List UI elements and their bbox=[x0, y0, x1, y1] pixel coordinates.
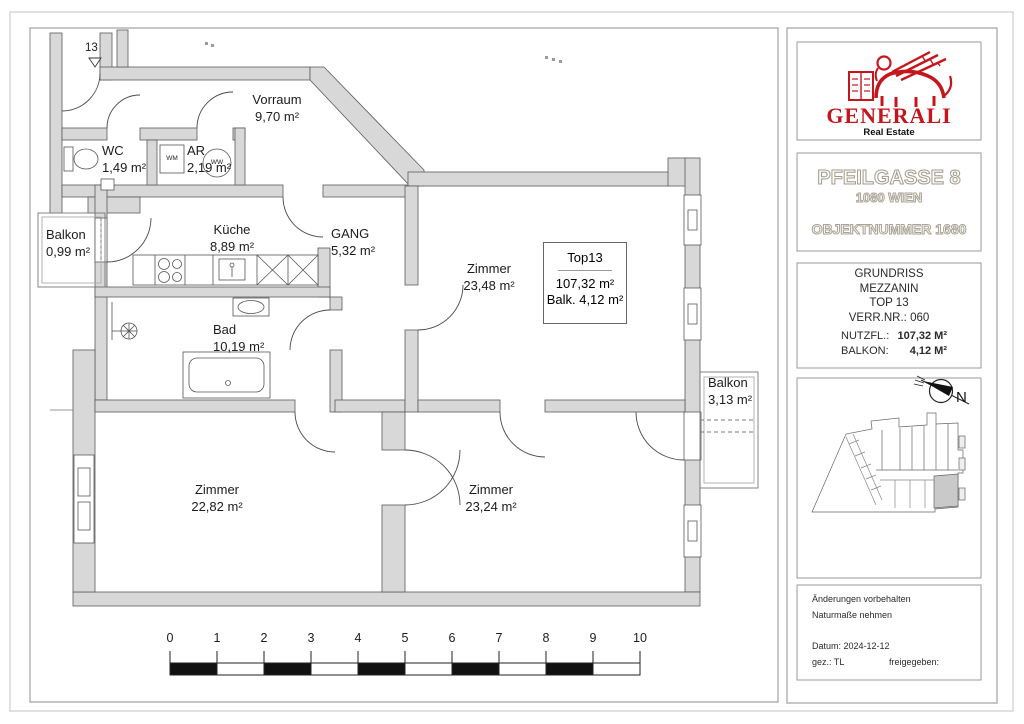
info-line-grundriss: GRUNDRISS bbox=[854, 268, 924, 280]
unit-area: 107,32 m² bbox=[555, 276, 615, 291]
scale-tick-0: 0 bbox=[166, 631, 174, 645]
scale-tick-5: 5 bbox=[401, 631, 409, 645]
toilet-icon bbox=[63, 146, 99, 172]
walls bbox=[49, 29, 701, 607]
water-heater-label: WW bbox=[210, 158, 224, 166]
scale-tick-6: 6 bbox=[448, 631, 456, 645]
shower-icon bbox=[111, 302, 138, 340]
unit-title: Top13 bbox=[567, 250, 603, 265]
unit-summary-box: Top13 107,32 m² Balk. 4,12 m² bbox=[543, 242, 627, 324]
address-street: PFEILGASSE 8 bbox=[817, 167, 961, 190]
washing-machine-label: WM bbox=[166, 154, 178, 162]
info-line-top: TOP 13 bbox=[869, 297, 909, 309]
note-line-2: Naturmaße nehmen bbox=[812, 610, 893, 620]
sheet-frames bbox=[9, 11, 1014, 712]
brand-wordmark: GENERALI bbox=[826, 103, 952, 128]
scale-bar bbox=[169, 651, 641, 676]
entrance-number: 13 bbox=[85, 42, 98, 54]
door-swings bbox=[61, 72, 685, 506]
scale-tick-2: 2 bbox=[260, 631, 268, 645]
fixtures bbox=[63, 144, 319, 399]
scale-tick-1: 1 bbox=[213, 631, 221, 645]
scale-tick-9: 9 bbox=[589, 631, 597, 645]
kitchen-counter-icon bbox=[132, 254, 319, 286]
scale-tick-7: 7 bbox=[495, 631, 503, 645]
neighbour-marks bbox=[205, 42, 562, 63]
north-label: N bbox=[956, 389, 967, 406]
balcony-outlines bbox=[37, 212, 759, 489]
note-drawn-by: gez.: TL bbox=[812, 657, 845, 667]
generali-lion-logo-icon bbox=[848, 50, 953, 107]
scale-tick-8: 8 bbox=[542, 631, 550, 645]
info-line-verrnr: VERR.NR.: 060 bbox=[848, 311, 930, 324]
entrance-arrow-icon bbox=[88, 57, 102, 68]
nutzflaeche-label: NUTZFL.: bbox=[841, 330, 890, 342]
address-city: 1080 WIEN bbox=[855, 190, 923, 206]
note-line-1: Änderungen vorbehalten bbox=[812, 594, 911, 604]
washbasin-icon bbox=[232, 297, 270, 317]
washing-machine-icon bbox=[159, 144, 185, 174]
balkon-value: 4,12 M² bbox=[909, 345, 947, 357]
shaft-icon bbox=[100, 178, 115, 191]
unit-box-divider bbox=[558, 270, 612, 271]
scale-tick-3: 3 bbox=[307, 631, 315, 645]
balkon-row: BALKON: 4,12 M² bbox=[841, 345, 947, 357]
scale-tick-10: 10 bbox=[633, 631, 647, 645]
info-line-mezzanin: MEZZANIN bbox=[859, 282, 919, 295]
nutzflaeche-row: NUTZFL.: 107,32 M² bbox=[841, 330, 947, 342]
unit-balcony-area: Balk. 4,12 m² bbox=[546, 292, 624, 307]
nutzflaeche-value: 107,32 M² bbox=[897, 330, 947, 342]
keyplan-map bbox=[811, 412, 966, 513]
object-number: OBJEKTNUMMER 1680 bbox=[811, 221, 967, 238]
brand-subtitle: Real Estate bbox=[863, 127, 915, 138]
compass-icon bbox=[913, 375, 970, 405]
note-date: Datum: 2024-12-12 bbox=[812, 641, 890, 651]
scale-tick-4: 4 bbox=[354, 631, 362, 645]
plan-info-block: GRUNDRISS MEZZANIN TOP 13 VERR.NR.: 060 bbox=[849, 267, 930, 325]
water-heater-icon bbox=[202, 148, 232, 178]
bathtub-icon bbox=[182, 351, 271, 399]
note-approved: freigegeben: bbox=[889, 657, 940, 667]
balkon-label: BALKON: bbox=[841, 345, 889, 357]
